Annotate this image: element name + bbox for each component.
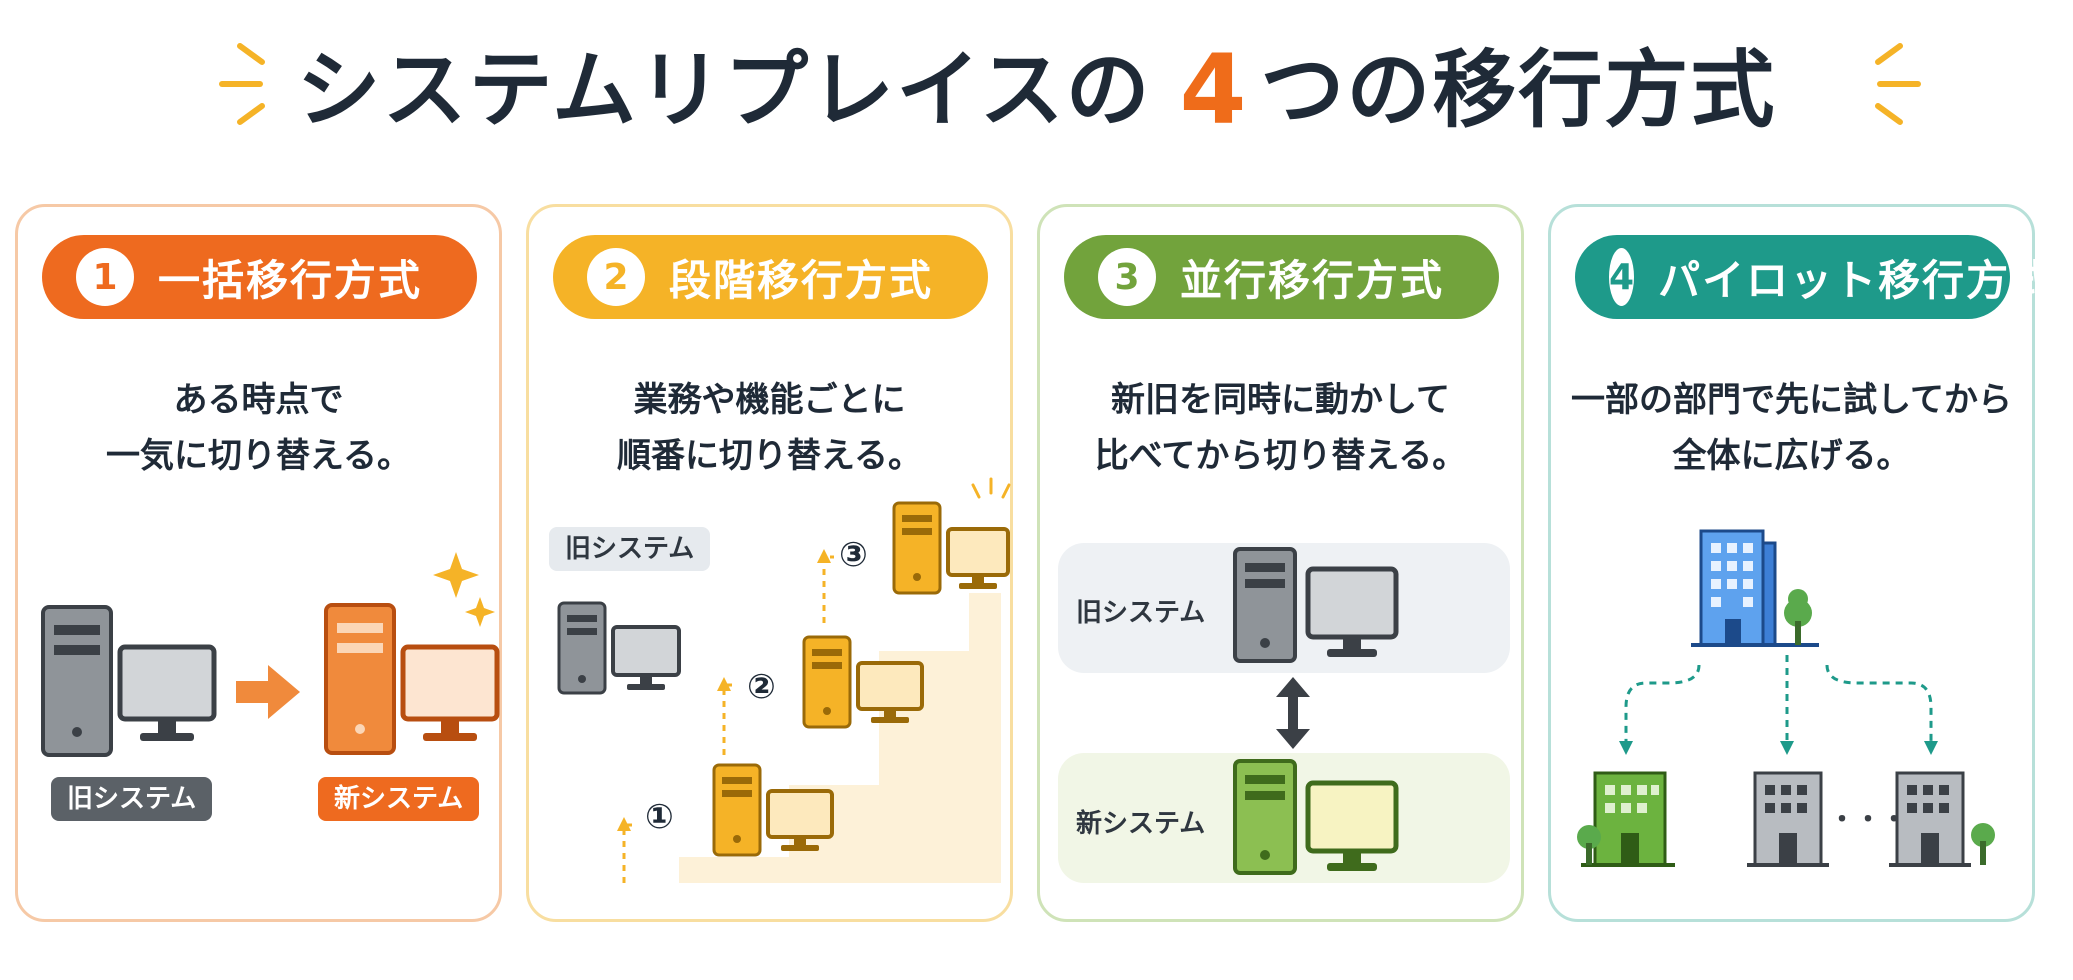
new-pc-tower-icon <box>1233 759 1297 875</box>
old-pc-monitor-icon <box>117 644 217 741</box>
card-4-header: 4 パイロット移行方式 <box>1575 235 2052 319</box>
step-2-label: ② <box>747 667 776 707</box>
card-3-desc-line-1: 新旧を同時に動かして <box>1111 380 1450 420</box>
title-burst-right-icon <box>1875 43 1921 125</box>
title-burst-left-icon <box>219 43 265 125</box>
card-4-desc-line-2: 全体に広げる。 <box>1672 436 1911 476</box>
card-3-title: 並行移行方式 <box>1180 255 1445 305</box>
new-system-tag: 新システム <box>318 777 480 821</box>
sparkle-icon <box>433 552 495 627</box>
card-2-illustration <box>557 477 1011 883</box>
step-1-pc-icon <box>712 763 834 857</box>
card-3-header: 3 並行移行方式 <box>1064 235 1499 319</box>
card-1-title: 一括移行方式 <box>158 255 423 305</box>
old-system-tag: 旧システム <box>549 527 711 571</box>
new-system-label: 新システム <box>1076 809 1206 839</box>
rollout-arrowheads <box>1619 741 1938 755</box>
page-title: システムリプレイスの 4 つの移行方式 <box>0 30 2073 150</box>
sparkle-icon <box>971 477 1011 499</box>
card-4-number-badge: 4 <box>1609 248 1635 306</box>
card-2-header: 2 段階移行方式 <box>553 235 988 319</box>
card-1-description: ある時点で 一気に切り替える。 <box>18 372 499 484</box>
step-3-label: ③ <box>839 535 868 575</box>
headquarters-building-icon <box>1691 529 1819 647</box>
card-4-desc-line-1: 一部の部門で先に試してから <box>1571 380 2012 420</box>
card-parallel-migration: 3 並行移行方式 新旧を同時に動かして 比べてから切り替える。 <box>1037 204 1524 922</box>
new-pc-monitor-icon <box>400 644 500 741</box>
department-building-icon <box>1889 771 1971 867</box>
card-4-title: パイロット移行方式 <box>1658 255 2055 305</box>
card-4-illustration <box>1577 529 1995 867</box>
tree-icon <box>1784 589 1812 645</box>
card-2-title: 段階移行方式 <box>669 255 934 305</box>
ellipsis: ・・・ <box>1829 805 1908 835</box>
card-bulk-migration: 1 一括移行方式 ある時点で 一気に切り替える。 <box>15 204 502 922</box>
card-3-desc-line-2: 比べてから切り替える。 <box>1094 436 1467 476</box>
title-number: 4 <box>1179 34 1249 146</box>
old-pc-tower-icon <box>557 601 607 695</box>
step-1-label: ① <box>645 797 674 837</box>
old-pc-monitor-icon <box>1305 566 1399 657</box>
card-2-description: 業務や機能ごとに 順番に切り替える。 <box>529 372 1010 484</box>
old-system-label: 旧システム <box>1076 598 1206 628</box>
card-3-number-badge: 3 <box>1098 248 1156 306</box>
department-building-icon <box>1747 771 1829 867</box>
old-system-tag: 旧システム <box>51 777 213 821</box>
pilot-building-icon <box>1581 771 1675 867</box>
step-3-pc-icon <box>892 501 1010 595</box>
new-pc-tower-icon <box>324 603 396 755</box>
card-4-description: 一部の部門で先に試してから 全体に広げる。 <box>1551 372 2032 484</box>
card-1-desc-line-2: 一気に切り替える。 <box>106 436 411 476</box>
tree-icon <box>1971 823 1995 865</box>
card-pilot-migration: 4 パイロット移行方式 一部の部門で先に試してから 全体に広げる。 <box>1548 204 2052 922</box>
old-pc-tower-icon <box>1233 547 1297 663</box>
arrow-right-icon <box>236 665 300 719</box>
swap-arrow-icon <box>1276 677 1310 749</box>
card-2-desc-line-2: 順番に切り替える。 <box>617 436 922 476</box>
card-1-number-badge: 1 <box>76 248 134 306</box>
old-pc-tower-icon <box>41 605 113 757</box>
title-suffix: つの移行方式 <box>1260 41 1777 139</box>
card-1-desc-line-1: ある時点で <box>173 380 344 420</box>
card-3-illustration <box>1058 543 1510 883</box>
step-2-pc-icon <box>802 635 924 729</box>
old-pc-monitor-icon <box>611 625 681 690</box>
card-1-illustration <box>41 552 500 757</box>
card-3-description: 新旧を同時に動かして 比べてから切り替える。 <box>1040 372 1521 484</box>
card-1-header: 1 一括移行方式 <box>42 235 477 319</box>
step-arrowheads <box>617 549 831 831</box>
title-main: システムリプレイスの <box>296 41 1152 139</box>
new-pc-monitor-icon <box>1305 780 1399 871</box>
card-phased-migration: 2 段階移行方式 業務や機能ごとに 順番に切り替える。 <box>526 204 1013 922</box>
card-2-desc-line-1: 業務や機能ごとに <box>633 380 906 420</box>
rollout-arrows <box>1624 655 1933 743</box>
card-2-number-badge: 2 <box>587 248 645 306</box>
tree-icon <box>1577 825 1601 865</box>
